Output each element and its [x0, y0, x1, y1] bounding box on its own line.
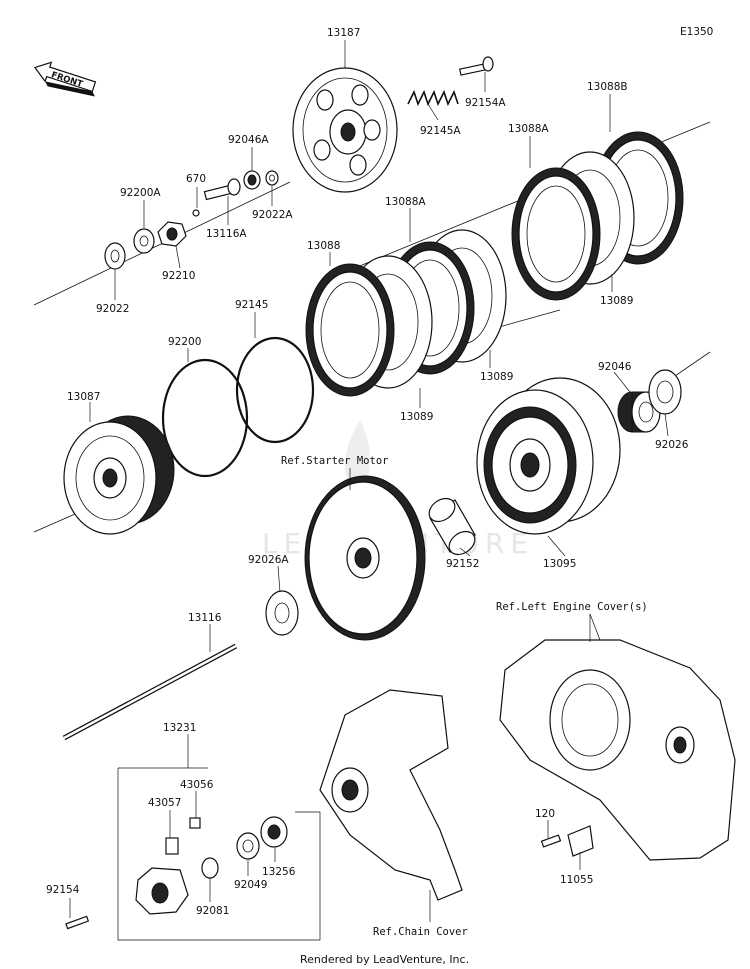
clutch-hub-13087	[63, 415, 175, 535]
leader-lines	[69, 40, 669, 922]
push-rod-13116	[62, 643, 238, 741]
oil-seal-92049	[236, 832, 260, 860]
label-92022a: 92022A	[252, 209, 293, 221]
label-92022: 92022	[96, 303, 129, 315]
bearing-13256	[260, 816, 288, 848]
group-13231-frame	[117, 767, 321, 941]
label-92145: 92145	[235, 299, 268, 311]
label-13187: 13187	[327, 27, 360, 39]
label-13088b: 13088B	[587, 81, 628, 93]
label-92154: 92154	[46, 884, 80, 896]
label-13089-mid: 13089	[480, 371, 513, 383]
nut-92210	[157, 221, 187, 247]
label-43057: 43057	[148, 797, 181, 809]
ref-left-engine-cover: Ref.Left Engine Cover(s)	[496, 601, 648, 613]
label-13087: 13087	[67, 391, 100, 403]
label-92026a: 92026A	[248, 554, 289, 566]
diagram-code: E1350	[680, 26, 713, 38]
bolt-92154	[65, 915, 90, 930]
bolt-92154a	[458, 56, 494, 76]
label-13095: 13095	[543, 558, 576, 570]
sleeve-92152	[428, 497, 476, 556]
pushrod-13116a	[203, 178, 241, 201]
label-92026: 92026	[655, 439, 689, 451]
clutch-housing-13095	[476, 377, 621, 535]
o-ring-92200	[161, 358, 249, 478]
label-13116: 13116	[188, 612, 222, 624]
chain-cover	[319, 689, 463, 901]
washer-92200a	[133, 228, 155, 254]
o-ring-92145	[235, 336, 315, 444]
label-92152: 92152	[446, 558, 479, 570]
screw-43057	[165, 837, 179, 855]
spring-92081	[201, 857, 219, 879]
front-arrow-icon: FRONT	[33, 61, 97, 97]
washer-92026	[648, 369, 682, 415]
label-92046a: 92046A	[228, 134, 269, 146]
starter-driven-gear	[304, 475, 426, 641]
label-13088: 13088	[307, 240, 340, 252]
label-13088a-mid: 13088A	[385, 196, 426, 208]
friction-plate-13088	[305, 263, 395, 397]
label-120: 120	[535, 808, 555, 820]
bolt-120	[540, 834, 562, 848]
label-13116a: 13116A	[206, 228, 247, 240]
label-92210: 92210	[162, 270, 195, 282]
label-13089-right: 13089	[600, 295, 633, 307]
washer-92022	[104, 242, 126, 270]
label-92200a: 92200A	[120, 187, 161, 199]
label-43056: 43056	[180, 779, 214, 791]
ref-chain-cover: Ref.Chain Cover	[373, 926, 468, 938]
label-670: 670	[186, 173, 206, 185]
label-92081: 92081	[196, 905, 229, 917]
screw-43056	[189, 817, 201, 829]
label-11055: 11055	[560, 874, 593, 886]
label-92046: 92046	[598, 361, 632, 373]
label-13088a-top: 13088A	[508, 123, 549, 135]
left-engine-cover	[499, 639, 736, 861]
pressure-plate	[292, 67, 398, 193]
label-13089-low: 13089	[400, 411, 433, 423]
label-92154a: 92154A	[465, 97, 506, 109]
friction-plate-13088a-top	[511, 167, 601, 301]
label-13256: 13256	[262, 866, 296, 878]
label-92145a: 92145A	[420, 125, 461, 137]
bearing-92046a	[243, 170, 261, 190]
spring-92145a	[407, 89, 459, 107]
label-92049: 92049	[234, 879, 267, 891]
ref-starter-motor: Ref.Starter Motor	[281, 455, 388, 467]
needle-bearing-92046	[617, 391, 661, 433]
release-body	[135, 867, 189, 915]
washer-92022a	[265, 170, 279, 186]
washer-92026a	[265, 590, 299, 636]
label-13231: 13231	[163, 722, 196, 734]
ball-670	[192, 209, 200, 217]
bracket-11055	[567, 825, 594, 857]
label-92200: 92200	[168, 336, 201, 348]
footer-credit: Rendered by LeadVenture, Inc.	[300, 953, 469, 966]
